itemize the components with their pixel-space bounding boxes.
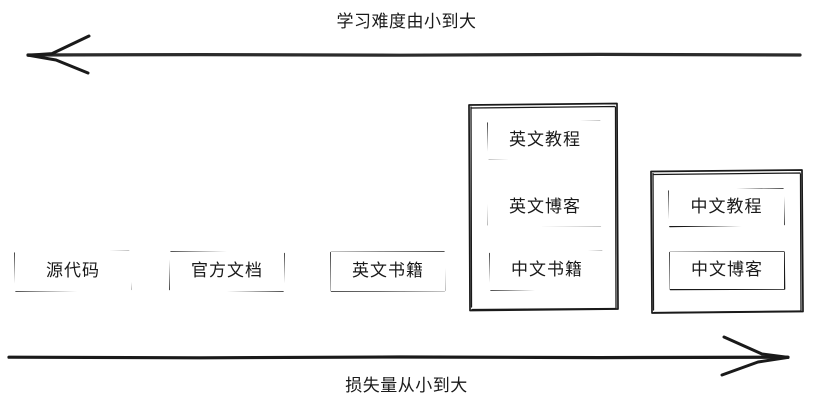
bottom-axis-label: 损失量从小到大 bbox=[345, 376, 468, 396]
node-label: 英文博客 bbox=[509, 197, 581, 217]
node-box-english-tutorial[interactable]: 英文教程 bbox=[488, 121, 602, 159]
node-label: 中文书籍 bbox=[511, 260, 583, 280]
node-box-english-books[interactable]: 英文书籍 bbox=[331, 252, 445, 291]
arrow-right-icon bbox=[7, 335, 790, 377]
node-box-source-code[interactable]: 源代码 bbox=[15, 251, 131, 291]
arrow-left-icon bbox=[26, 34, 802, 75]
node-box-chinese-books[interactable]: 中文书籍 bbox=[490, 251, 604, 290]
node-label: 官方文档 bbox=[191, 261, 263, 281]
node-box-chinese-blog[interactable]: 中文博客 bbox=[670, 252, 784, 289]
node-box-english-blog[interactable]: 英文博客 bbox=[488, 189, 602, 226]
node-label: 中文教程 bbox=[690, 197, 763, 217]
node-label: 英文书籍 bbox=[352, 261, 424, 281]
node-label: 中文博客 bbox=[691, 260, 763, 280]
node-label: 英文教程 bbox=[509, 129, 581, 150]
node-label: 源代码 bbox=[46, 260, 100, 281]
node-box-official-docs[interactable]: 官方文档 bbox=[170, 252, 284, 291]
node-box-chinese-tutorial[interactable]: 中文教程 bbox=[669, 189, 784, 226]
top-axis-label: 学习难度由小到大 bbox=[336, 12, 477, 32]
